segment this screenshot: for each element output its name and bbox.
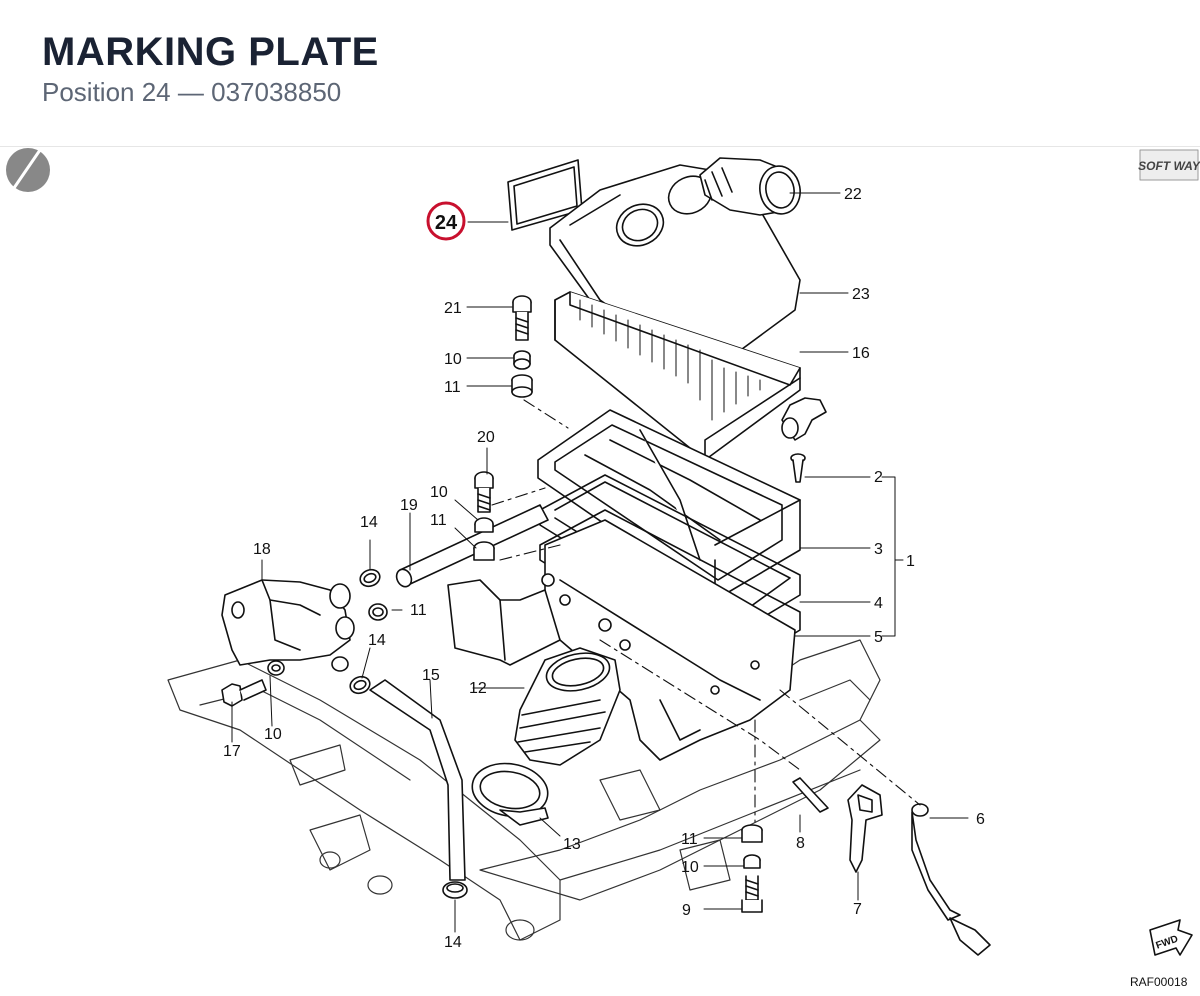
pin-8 [792, 777, 829, 813]
callout-14-a: 14 [360, 514, 378, 531]
airbox-upper-frame [537, 409, 801, 601]
callout-12: 12 [469, 680, 487, 697]
callout-17: 17 [223, 743, 241, 760]
callout-18: 18 [253, 541, 271, 558]
washer-10-left [267, 660, 285, 676]
grommet-bracket-lower [331, 656, 349, 672]
bolt-21 [512, 295, 532, 341]
callout-10-lower: 10 [681, 859, 699, 876]
dashed-axes [491, 399, 921, 823]
page-subtitle: Position 24 — 037038850 [42, 77, 341, 108]
bolt-9 [741, 875, 763, 913]
grommet-bracket [368, 603, 388, 621]
airbox-base [541, 519, 796, 761]
grommet-11-mid [473, 541, 495, 561]
hose-clamp-13 [471, 762, 549, 826]
brand-disc-icon [6, 148, 50, 192]
small-clamp-c [442, 881, 468, 899]
callout-10-left: 10 [264, 726, 282, 743]
drain-hose-6 [911, 803, 991, 956]
part-number: 037038850 [211, 77, 342, 107]
callout-13: 13 [563, 836, 581, 853]
svg-text:24: 24 [435, 212, 458, 234]
callout-2: 2 [874, 469, 883, 486]
callout-20: 20 [477, 429, 495, 446]
washer-10-mid [474, 517, 494, 533]
callout-3: 3 [874, 541, 883, 558]
callout-19: 19 [400, 497, 418, 514]
callout-10-upper: 10 [444, 351, 462, 368]
bolt-20 [474, 471, 494, 513]
callout-16: 16 [852, 345, 870, 362]
callout-11-upper: 11 [444, 379, 461, 396]
title-separator: — [177, 77, 204, 107]
callout-11-bracket: 11 [410, 602, 427, 619]
callout-14-c: 14 [444, 934, 462, 951]
rubber-boot [514, 647, 621, 766]
callout-7: 7 [853, 901, 862, 918]
leader-lines [231, 192, 969, 933]
page-title: MARKING PLATE [42, 30, 379, 74]
callout-24-highlight[interactable]: 24 [426, 201, 466, 241]
forward-arrow-icon: FWD [1149, 919, 1193, 956]
callout-11-mid: 11 [430, 512, 447, 529]
exploded-parts-diagram: SOFT WAY [0, 146, 1200, 991]
callout-11-lower: 11 [681, 831, 698, 848]
airbox-side-panel [447, 579, 561, 666]
airbox-gasket-5 [539, 509, 801, 676]
breather-elbow [781, 397, 827, 441]
position-label: Position 24 [42, 77, 171, 107]
small-clamp-a [359, 568, 381, 588]
svg-text:SOFT WAY: SOFT WAY [1138, 159, 1200, 173]
screw-2 [790, 453, 806, 483]
grommet-11-lower [741, 824, 763, 843]
page-header: MARKING PLATE Position 24 — 037038850 [0, 0, 1200, 147]
callout-4: 4 [874, 595, 883, 612]
callout-labels: 22 23 16 21 10 11 20 10 11 19 14 18 11 1… [223, 186, 985, 951]
callout-9: 9 [682, 902, 691, 919]
washer-10-upper [513, 350, 531, 370]
callout-23: 23 [852, 286, 870, 303]
intake-duct [699, 157, 801, 216]
callout-6: 6 [976, 811, 985, 828]
bracket-18 [221, 579, 355, 666]
washer-10-lower [743, 854, 761, 869]
hose-19 [395, 504, 549, 588]
air-filter [554, 291, 801, 461]
soft-way-logo: SOFT WAY [1138, 149, 1200, 181]
callout-10-mid: 10 [430, 484, 448, 501]
bolt-17 [221, 679, 267, 707]
small-clamp-b [349, 675, 371, 695]
callout-1: 1 [906, 553, 915, 570]
callout-22: 22 [844, 186, 862, 203]
hose-15 [369, 679, 466, 881]
grommet-11-upper [511, 374, 533, 398]
drawing-code: RAF00018 [1130, 975, 1188, 989]
part-7 [847, 784, 883, 873]
callout-5: 5 [874, 629, 883, 646]
callout-15: 15 [422, 667, 440, 684]
callout-14-b: 14 [368, 632, 386, 649]
callout-8: 8 [796, 835, 805, 852]
callout-21: 21 [444, 300, 462, 317]
